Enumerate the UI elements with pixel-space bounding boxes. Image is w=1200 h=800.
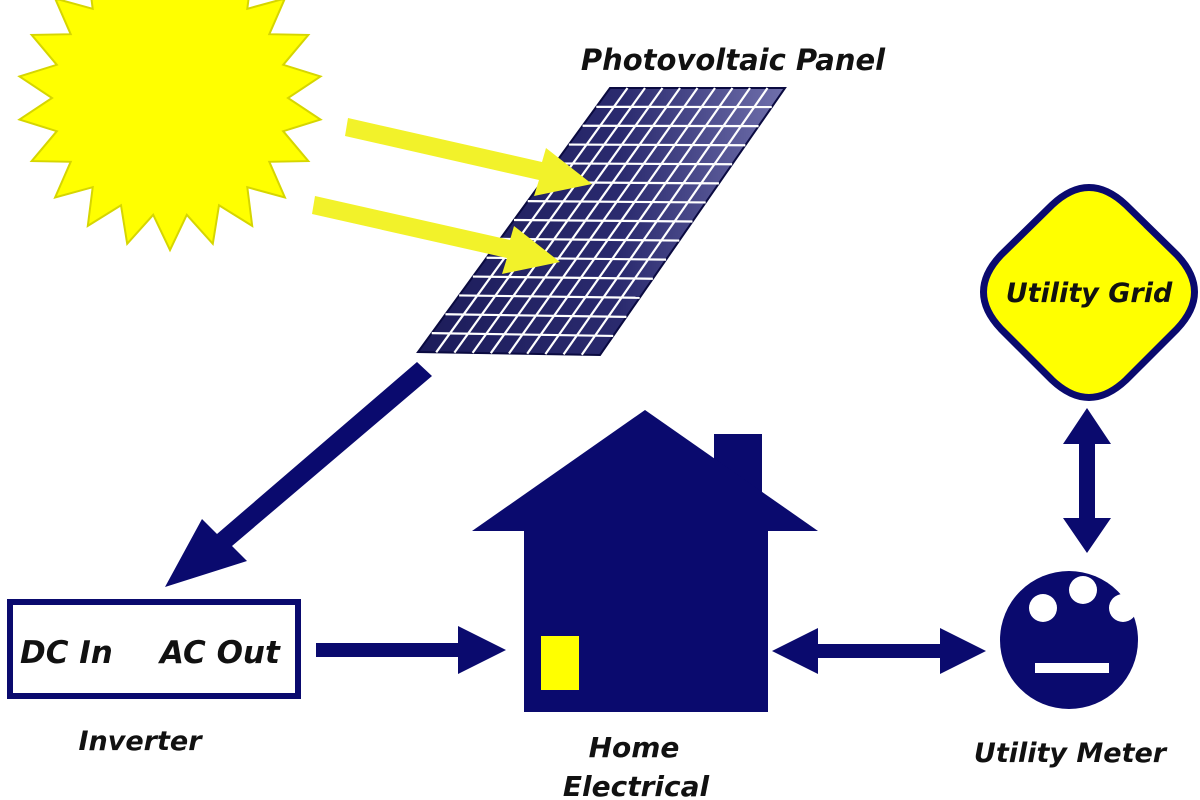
home-label-line2: Electrical [563, 770, 710, 800]
grid-link-arrow [1063, 408, 1111, 553]
inverter-label: Inverter [78, 726, 203, 757]
inverter-box [7, 599, 301, 699]
ac-out-label: AC Out [157, 635, 281, 671]
dc-in-label: DC In [20, 635, 113, 671]
dc-flow-arrow [165, 362, 432, 587]
ac-flow-arrow [316, 626, 506, 674]
meter-icon [1000, 571, 1138, 709]
house-icon [472, 410, 818, 712]
panel-label: Photovoltaic Panel [581, 43, 886, 77]
sun-icon [17, 0, 323, 253]
solar-panel-icon [416, 87, 787, 357]
sunlight-arrow-lower [312, 196, 560, 274]
utility-grid-label: Utility Grid [1006, 278, 1173, 309]
house-door [541, 636, 579, 690]
utility-grid-box [980, 184, 1198, 401]
sunlight-arrows [312, 118, 592, 274]
grid-exchange-arrow [772, 628, 986, 674]
home-label-line1: Home [589, 731, 680, 764]
utility-meter-label: Utility Meter [974, 738, 1168, 769]
sunlight-arrow-upper [345, 118, 592, 196]
